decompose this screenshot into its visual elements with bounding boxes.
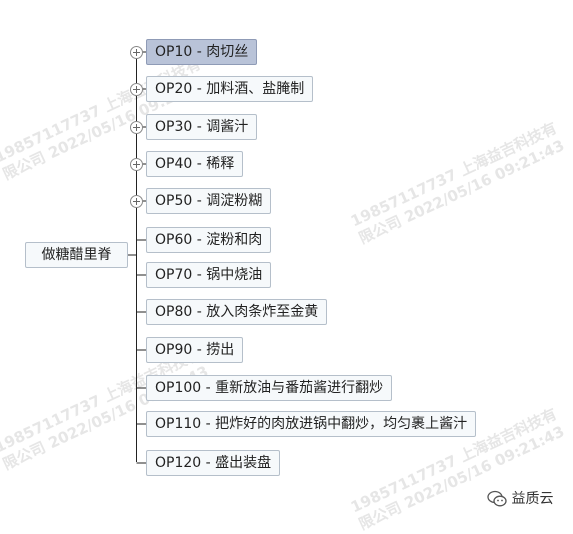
expand-toggle-icon[interactable] <box>130 121 143 134</box>
topic-node[interactable]: OP70 - 锅中烧油 <box>146 262 272 288</box>
expand-toggle-icon[interactable] <box>130 83 143 96</box>
expand-toggle-icon[interactable] <box>130 46 143 59</box>
topic-node[interactable]: OP100 - 重新放油与番茄酱进行翻炒 <box>146 375 393 401</box>
topic-node[interactable]: OP60 - 淀粉和肉 <box>146 227 272 253</box>
topic-node[interactable]: OP10 - 肉切丝 <box>146 39 258 65</box>
topic-node[interactable]: OP20 - 加料酒、盐腌制 <box>146 76 314 102</box>
topic-node[interactable]: OP110 - 把炸好的肉放进锅中翻炒，均匀裹上酱汁 <box>146 411 477 437</box>
wechat-icon <box>487 490 507 507</box>
topic-node[interactable]: OP90 - 捞出 <box>146 337 244 363</box>
topic-node[interactable]: OP120 - 盛出装盘 <box>146 450 281 476</box>
topic-node[interactable]: OP80 - 放入肉条炸至金黄 <box>146 299 328 325</box>
logo-text: 益质云 <box>511 491 554 507</box>
topic-node[interactable]: OP50 - 调淀粉糊 <box>146 188 272 214</box>
brand-logo: 益质云 <box>487 488 553 508</box>
expand-toggle-icon[interactable] <box>130 158 143 171</box>
topic-node[interactable]: OP30 - 调酱汁 <box>146 114 258 140</box>
topic-node[interactable]: OP40 - 稀释 <box>146 151 244 177</box>
expand-toggle-icon[interactable] <box>130 195 143 208</box>
root-node[interactable]: 做糖醋里脊 <box>25 242 128 268</box>
